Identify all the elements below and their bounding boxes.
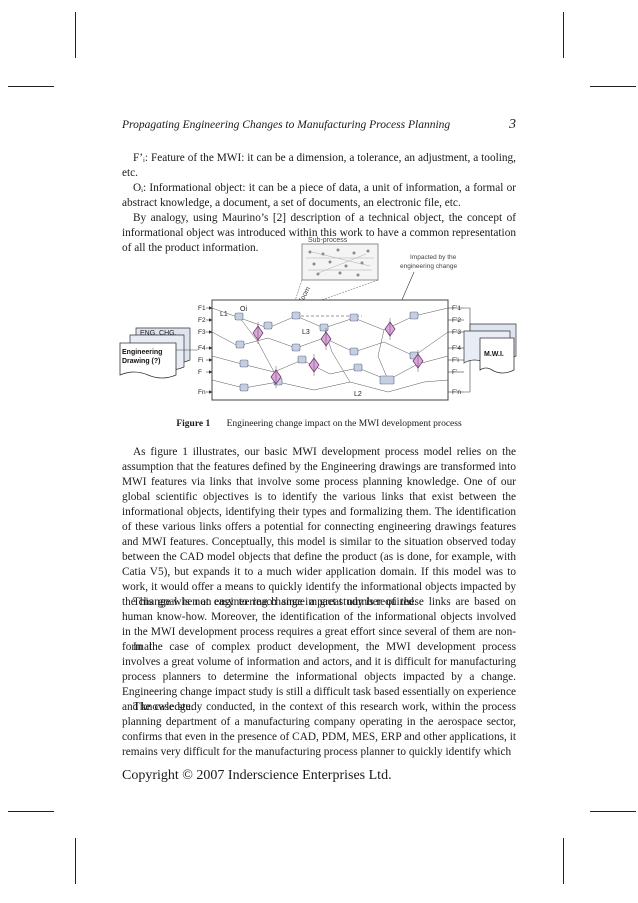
right-feature-label: F’n [452,389,461,396]
figure-caption: Figure 1 Engineering change impact on th… [122,419,516,429]
right-feature-label: F’3 [452,329,461,336]
left-feature-label: F1 [198,305,206,312]
l2-label: L2 [354,391,362,398]
left-feature-label: F4 [198,345,206,352]
crop-mark [8,86,54,87]
subprocess-box [301,243,379,281]
mwi-document-stack [463,323,517,374]
intro-paragraph: F’ᵢ: Feature of the MWI: it can be a dim… [122,152,516,179]
left-feature-label: F2 [198,317,206,324]
right-feature-label: F’2 [452,317,461,324]
left-feature-label: Fn [198,389,206,396]
page-number: 3 [509,117,516,132]
copyright: Copyright © 2007 Inderscience Enterprise… [122,768,392,783]
caption-text: Engineering change impact on the MWI dev… [226,419,462,429]
impacted-label-2: engineering change [400,263,457,270]
running-title: Propagating Engineering Changes to Manuf… [122,119,451,131]
crop-mark [563,12,564,58]
figure-diagram: Sub-process Impacted by the engineering … [119,237,517,401]
caption-label: Figure 1 [176,419,211,429]
l1-label: L1 [220,311,228,318]
subprocess-label: Sub-process [308,237,348,244]
figure-1: Sub-process Impacted by the engineering … [118,232,518,410]
body-paragraph: In the case of complex product developme… [122,641,516,713]
running-head: Propagating Engineering Changes to Manuf… [122,117,516,132]
impacted-label: Impacted by the [410,254,457,261]
oi-label: Oi [240,306,247,313]
body-paragraph: This goal is not easy to reach since a g… [122,596,516,653]
crop-mark [8,811,54,812]
eng-chg-label: ENG. CHG. [140,330,177,337]
engineering-drawing-stack [119,327,191,379]
process-box [211,299,449,401]
left-feature-label: F3 [198,329,206,336]
body-paragraph: The case study conducted, in the context… [122,701,516,758]
right-feature-label: F’4 [452,345,461,352]
l3-label: L3 [302,329,310,336]
left-feature-label: F [198,369,202,376]
crop-mark [563,838,564,884]
intro-paragraph: By analogy, using Maurino’s [2] descript… [122,212,516,254]
intro-paragraph: Oᵢ: Informational object: it can be a pi… [122,182,516,209]
right-feature-label: F’i [452,357,459,364]
left-feature-label: Fi [198,357,203,364]
crop-mark [75,12,76,58]
right-feature-label: F’1 [452,305,461,312]
eng-drawing-label-2: Drawing (?) [122,358,161,365]
crop-mark [75,838,76,884]
mwi-label: M.W.I. [484,351,504,358]
body-paragraph: As figure 1 illustrates, our basic MWI d… [122,446,516,608]
crop-mark [590,86,636,87]
crop-mark [590,811,636,812]
right-feature-label: F’ [452,369,458,376]
eng-drawing-label: Engineering [122,349,162,356]
